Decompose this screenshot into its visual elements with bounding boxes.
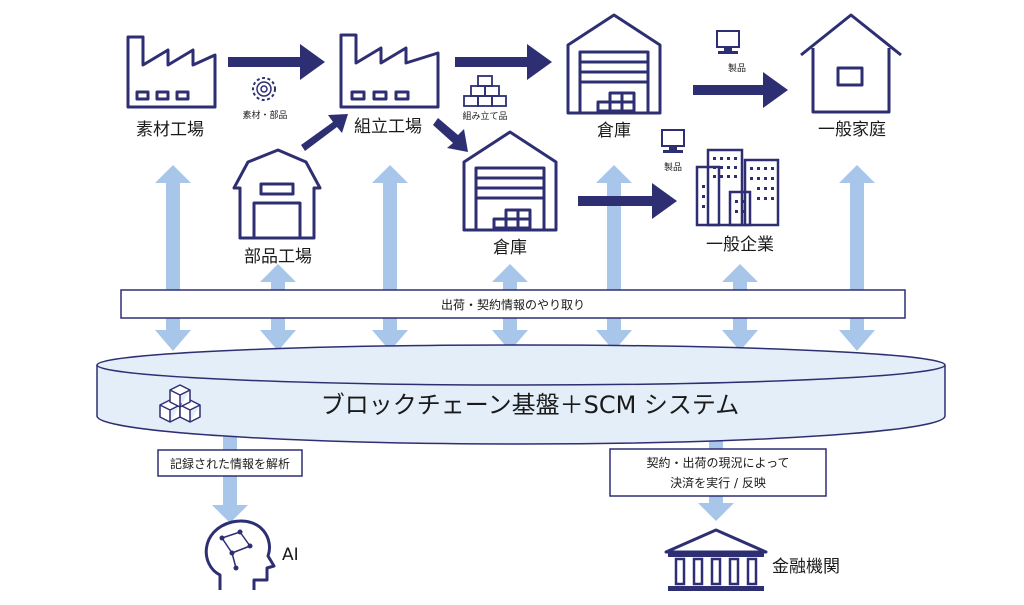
buildings-icon [695, 148, 780, 227]
node-label-parts-factory: 部品工場 [244, 247, 312, 267]
factory-icon [339, 33, 440, 109]
node-label-assembly-factory: 組立工場 [354, 117, 422, 137]
node-warehouse-1: 倉庫 [566, 13, 662, 141]
link-arrow-warehouse-1 [596, 165, 632, 351]
flow-arrow-warehouse-to-company [578, 183, 677, 219]
blockchain-platform: ブロックチェーン基盤＋SCM システム [96, 344, 946, 445]
ai-analysis-box: 記録された情報を解析 [157, 449, 303, 477]
flow-label-materials-parts: 素材・部品 [242, 109, 287, 121]
finance-box-line-1: 契約・出荷の現況によって [646, 455, 789, 470]
node-material-factory: 素材工場 [126, 35, 217, 140]
platform-label: ブロックチェーン基盤＋SCM システム [321, 391, 739, 419]
node-ai: AI [204, 519, 299, 590]
barn-icon [232, 148, 322, 240]
link-arrow-assembly [372, 165, 408, 351]
node-general-household: 一般家庭 [800, 13, 902, 140]
flow-label-product-2: 製品 [664, 161, 682, 173]
info-bus-label: 出荷・契約情報のやり取り [441, 297, 585, 312]
flow-label-product-1: 製品 [728, 62, 746, 74]
node-label-material-factory: 素材工場 [136, 120, 204, 140]
node-label-general-company: 一般企業 [706, 235, 774, 255]
node-financial-institution: 金融機関 [664, 528, 840, 591]
warehouse-icon [566, 13, 662, 115]
node-parts-factory: 部品工場 [232, 148, 322, 267]
link-arrow-material [155, 165, 191, 351]
node-general-company: 一般企業 [695, 148, 780, 255]
factory-icon [126, 35, 217, 109]
flow-label-assembled-goods: 組み立て品 [462, 110, 507, 122]
ai-head-icon [204, 519, 276, 590]
node-assembly-factory: 組立工場 [339, 33, 440, 137]
node-label-financial-institution: 金融機関 [772, 557, 840, 577]
boxes-icon [463, 75, 507, 107]
flow-arrow-warehouse-to-household [693, 72, 788, 108]
node-label-ai: AI [282, 545, 299, 565]
finance-settlement-box: 契約・出荷の現況によって 決済を実行 / 反映 [609, 448, 827, 497]
flow-arrow-assembly-to-warehouse-1 [455, 44, 552, 80]
flow-arrow-material-to-assembly [228, 44, 325, 80]
warehouse-icon [462, 130, 558, 232]
ai-analysis-label: 記録された情報を解析 [170, 456, 290, 471]
node-label-general-household: 一般家庭 [818, 120, 886, 140]
cubes-icon [159, 384, 201, 423]
link-arrow-household [839, 165, 875, 351]
flow-arrow-parts-to-assembly [301, 114, 348, 151]
computer-icon [716, 30, 740, 54]
house-icon [800, 13, 902, 114]
computer-icon [661, 129, 685, 153]
node-label-warehouse-2: 倉庫 [493, 238, 527, 258]
node-label-warehouse-1: 倉庫 [597, 121, 631, 141]
gear-icon [252, 77, 276, 101]
node-warehouse-2: 倉庫 [462, 130, 558, 258]
bank-icon [664, 528, 768, 591]
flow-arrow-assembly-to-warehouse-2 [433, 118, 468, 152]
finance-box-line-2: 決済を実行 / 反映 [670, 475, 766, 490]
flow-arrows [228, 44, 788, 219]
info-bus: 出荷・契約情報のやり取り [120, 289, 906, 319]
